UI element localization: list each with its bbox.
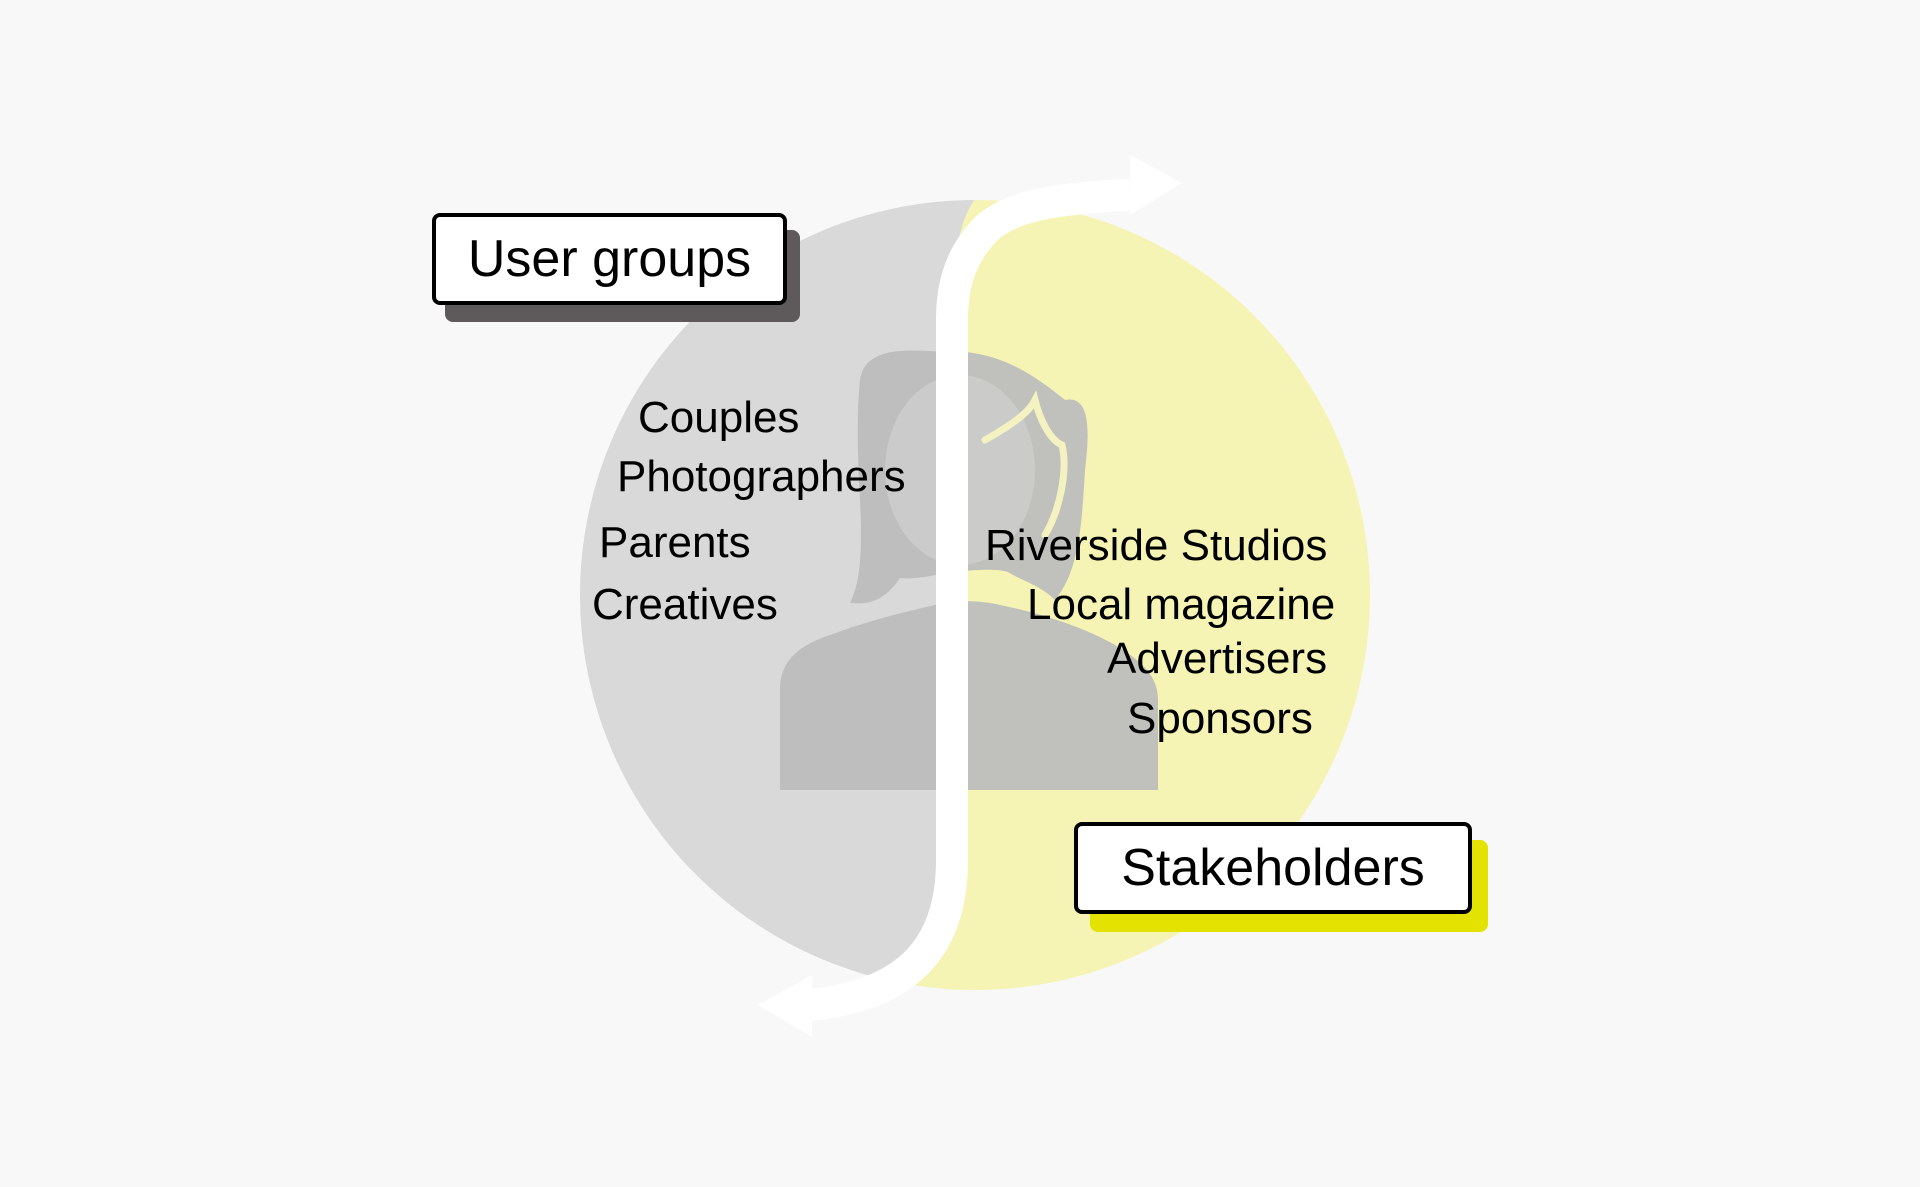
user-group-item-couples: Couples bbox=[638, 393, 800, 442]
person-silhouette-icon bbox=[780, 350, 1158, 790]
user-group-item-photographers: Photographers bbox=[617, 452, 906, 501]
stakeholder-item-riverside-studios: Riverside Studios bbox=[985, 521, 1328, 570]
stakeholders-half-circle bbox=[880, 200, 1370, 990]
user-group-item-parents: Parents bbox=[599, 518, 751, 567]
user-groups-title: User groups bbox=[432, 213, 787, 305]
stakeholder-item-local-magazine: Local magazine bbox=[1027, 580, 1336, 629]
stakeholders-title: Stakeholders bbox=[1074, 822, 1472, 914]
user-group-item-creatives: Creatives bbox=[592, 580, 778, 629]
s-curve-double-arrow-icon bbox=[758, 155, 1182, 1037]
stakeholder-item-advertisers: Advertisers bbox=[1107, 634, 1328, 683]
stakeholder-item-sponsors: Sponsors bbox=[1127, 694, 1313, 743]
